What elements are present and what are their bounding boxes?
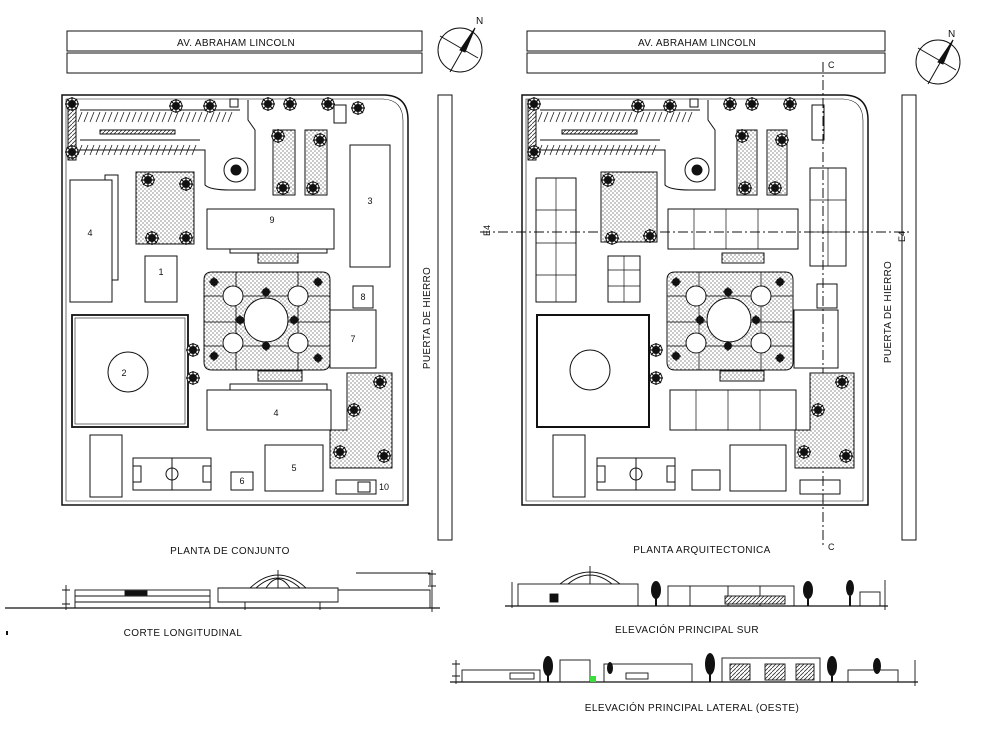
west-elevation-drawing — [450, 657, 918, 686]
marker-swatch — [590, 676, 596, 682]
building-2 — [71, 314, 189, 428]
svg-text:5: 5 — [291, 463, 296, 473]
svg-text:4: 4 — [87, 228, 92, 238]
svg-text:9: 9 — [269, 215, 274, 225]
gate-label: PUERTA DE HIERRO — [422, 267, 433, 369]
avenue-strip-lower — [526, 52, 886, 74]
svg-text:10: 10 — [379, 482, 389, 492]
svg-text:C: C — [828, 542, 835, 552]
gate-label: PUERTA DE HIERRO — [883, 261, 894, 363]
svg-text:C: C — [828, 60, 835, 70]
gate-strip — [901, 94, 917, 541]
building-4-south-plan — [669, 389, 797, 431]
parking-area — [527, 98, 716, 191]
avenue-strip — [526, 30, 886, 52]
building-9-plan — [667, 208, 799, 250]
fountain — [223, 157, 249, 183]
building-3 — [349, 144, 391, 268]
avenue-strip-lower — [66, 52, 423, 74]
north-label: N — [476, 16, 484, 27]
south-elevation-trees — [651, 580, 854, 606]
elevation-caption-west: ELEVACIÓN PRINCIPAL LATERAL (OESTE) — [585, 701, 799, 714]
svg-text:2: 2 — [121, 368, 126, 378]
planter — [272, 129, 296, 196]
svg-text:E4: E4 — [897, 231, 907, 242]
building-4-south — [206, 389, 332, 431]
avenue-strip — [66, 30, 423, 52]
svg-text:7: 7 — [350, 334, 355, 344]
tick-mark — [6, 631, 8, 635]
building-10 — [335, 479, 377, 495]
central-plaza — [203, 271, 331, 371]
garden-southeast — [329, 372, 393, 469]
building-7 — [329, 309, 377, 369]
north-arrow-icon: N — [437, 16, 484, 73]
building-4-west — [69, 179, 113, 303]
svg-text:1: 1 — [158, 267, 163, 277]
longitudinal-section-drawing — [5, 570, 440, 612]
building-2-plan — [536, 314, 650, 428]
parking-area — [67, 98, 256, 191]
north-arrow-icon: N — [915, 29, 961, 85]
building-1 — [144, 255, 178, 303]
building-5 — [264, 444, 324, 492]
storage-block — [89, 434, 123, 498]
site-plan-arquitectonica: AV. ABRAHAM LINCOLN N PUERTA DE HIERRO C… — [480, 29, 961, 556]
site-boundary — [61, 94, 409, 506]
svg-text:E4: E4 — [482, 225, 492, 236]
west-elevation-trees — [543, 653, 881, 682]
building-9 — [206, 208, 335, 250]
svg-text:8: 8 — [360, 292, 365, 302]
svg-text:3: 3 — [367, 196, 372, 206]
site-boundary — [521, 94, 869, 506]
elevation-caption-south: ELEVACIÓN PRINCIPAL SUR — [615, 623, 759, 636]
street-label: AV. ABRAHAM LINCOLN — [177, 38, 295, 49]
plan-caption-arquitectonica: PLANTA ARQUITECTONICA — [633, 545, 771, 556]
gate-strip — [437, 94, 453, 541]
building-8 — [352, 285, 374, 309]
fountain — [684, 157, 710, 183]
central-plaza — [666, 271, 794, 371]
building-6 — [230, 471, 254, 491]
south-elevation-drawing — [505, 566, 888, 610]
section-caption-longitudinal: CORTE LONGITUDINAL — [124, 628, 243, 639]
north-label: N — [948, 29, 956, 40]
street-label: AV. ABRAHAM LINCOLN — [638, 38, 756, 49]
site-plan-conjunto: AV. ABRAHAM LINCOLN N PUERTA DE HIERRO — [61, 16, 484, 557]
plan-caption-conjunto: PLANTA DE CONJUNTO — [170, 546, 290, 557]
svg-text:6: 6 — [239, 476, 244, 486]
svg-text:4: 4 — [273, 408, 278, 418]
